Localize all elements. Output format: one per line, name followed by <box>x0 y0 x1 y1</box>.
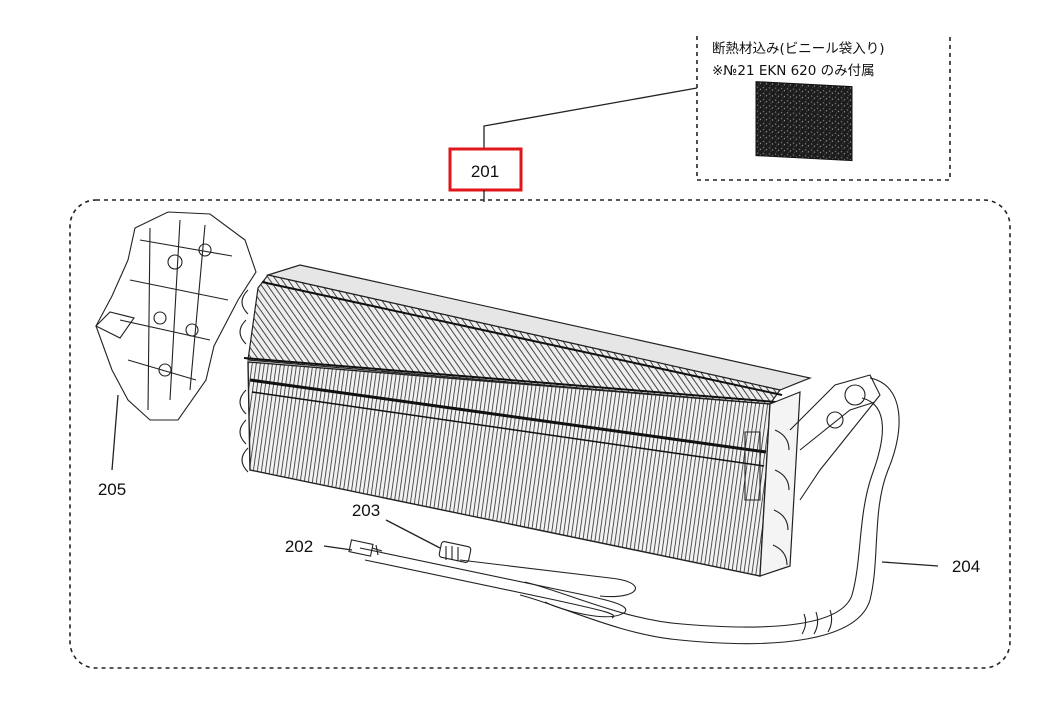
highlight-box-201 <box>448 147 523 192</box>
end-plate-205 <box>95 211 257 421</box>
insulation-note-box: 断熱材込み(ビニール袋入り) ※№21 EKN 620 のみ付属 <box>696 36 951 181</box>
note-line-1: 断熱材込み(ビニール袋入り) <box>712 41 885 57</box>
leader-201-note <box>483 87 698 150</box>
leader-204 <box>881 561 939 567</box>
insulation-pad <box>755 81 853 162</box>
leader-203 <box>385 519 441 549</box>
callout-202: 202 <box>285 537 313 556</box>
pipe-202-203 <box>348 539 636 619</box>
callout-201: 201 <box>471 162 499 181</box>
pipe-204 <box>519 377 900 645</box>
callout-205: 205 <box>98 480 126 499</box>
leader-202 <box>323 545 353 551</box>
header-manifold <box>744 374 881 501</box>
note-line-2: ※№21 EKN 620 のみ付属 <box>712 63 875 79</box>
leader-205 <box>111 394 119 471</box>
callout-204: 204 <box>952 557 980 576</box>
callout-203: 203 <box>352 501 380 520</box>
assembly-frame <box>69 199 1011 669</box>
heat-exchanger-coil <box>239 264 813 577</box>
